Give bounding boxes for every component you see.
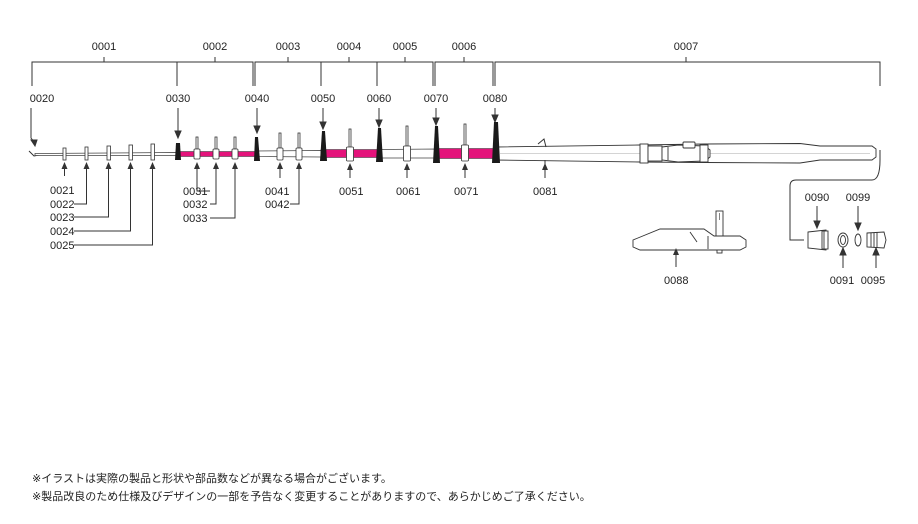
label-0091: 0091 [830,275,854,287]
joint-label-0080: 0080 [483,93,507,105]
footnote-spec-change-disclaimer: ※製品改良のため仕様及びデザインの一部を予告なく変更することがありますので、あら… [32,490,591,503]
bracket-0007 [494,57,881,86]
guide-0022 [84,146,89,161]
label-0024: 0024 [50,226,74,238]
guides-section-0003 [276,132,303,161]
guide-0031-stem [195,136,199,150]
butt-cap-parts [807,229,887,251]
footnote-illustration-disclaimer: ※イラストは実際の製品と形状や部品数などが異なる場合がございます。 [32,472,392,485]
joint-arrows [30,108,499,148]
label-0051: 0051 [339,186,363,198]
bracket-0002 [176,57,254,86]
guide-0021 [62,147,67,161]
bracket-0005 [376,57,434,86]
label-0088: 0088 [664,275,688,287]
label-0071: 0071 [454,186,478,198]
bracket-0001 [31,57,178,86]
label-0041: 0041 [265,186,289,198]
guide-0025 [150,143,155,161]
joint-guide-0080 [492,122,500,163]
section-brackets [31,57,881,86]
butt-cap-labels: 0090 0099 0091 0095 [805,192,885,287]
o-ring-0099 [854,233,862,247]
section-label-0006: 0006 [452,41,476,53]
label-0099: 0099 [846,192,870,204]
section-label-0005: 0005 [393,41,417,53]
guide-0031 [193,148,201,160]
guide-labels: 0021 0022 0023 0024 0025 0031 0032 0033 … [50,185,557,252]
joint-label-0070: 0070 [424,93,448,105]
guide-0032-stem [214,136,218,150]
butt-cap-bracket [789,150,881,241]
guide-0041 [276,147,284,161]
label-0031: 0031 [183,186,207,198]
guide-0024 [128,144,133,161]
joint-label-0060: 0060 [367,93,391,105]
joint-label-0030: 0030 [166,93,190,105]
guide-0071 [461,144,469,162]
joint-guide-0060 [376,128,383,162]
label-0021: 0021 [50,185,74,197]
section-labels: 0001 0002 0003 0004 0005 0006 0007 [92,41,698,53]
reel-seat-on-rod [639,141,711,164]
guide-leaders [64,160,546,246]
joint-label-0050: 0050 [311,93,335,105]
label-0042: 0042 [265,199,289,211]
bracket-0003 [254,57,322,86]
label-0095: 0095 [861,275,885,287]
joint-guide-0050 [320,131,327,161]
guides-section-0001 [62,143,155,161]
section-label-0004: 0004 [337,41,361,53]
joint-guide-0040 [254,137,260,161]
section-label-0003: 0003 [276,41,300,53]
fishing-rod [28,122,877,164]
section-label-0007: 0007 [674,41,698,53]
guide-0033 [231,148,239,160]
bracket-0006 [434,57,494,86]
section-label-0002: 0002 [203,41,227,53]
label-0081: 0081 [533,186,557,198]
label-0061: 0061 [396,186,420,198]
label-0025: 0025 [50,240,74,252]
butt-cap-leaders [813,206,880,268]
hook-keeper-0081 [537,138,547,148]
label-0022: 0022 [50,199,74,211]
label-0033: 0033 [183,213,207,225]
section-label-0001: 0001 [92,41,116,53]
joint-label-0040: 0040 [245,93,269,105]
guide-0061 [403,145,411,162]
section-0003-blank [254,150,322,158]
guide-0023 [106,145,111,161]
joint-label-0020: 0020 [30,93,54,105]
label-0023: 0023 [50,212,74,224]
guide-arrowheads [61,162,548,170]
label-0032: 0032 [183,199,207,211]
guide-0042 [295,147,303,161]
guide-0032 [212,148,220,160]
joint-guide-0070 [433,126,440,163]
guides-section-0002 [193,136,239,160]
guide-0033-stem [233,136,237,150]
reel-seat-0088 [632,210,747,254]
bracket-0004 [320,57,378,86]
screw-cap-0095 [866,231,887,249]
joint-labels: 0020 0030 0040 0050 0060 0070 0080 [30,93,507,105]
guide-0051 [346,146,354,162]
label-0090: 0090 [805,192,829,204]
joint-guide-0030 [175,143,181,160]
